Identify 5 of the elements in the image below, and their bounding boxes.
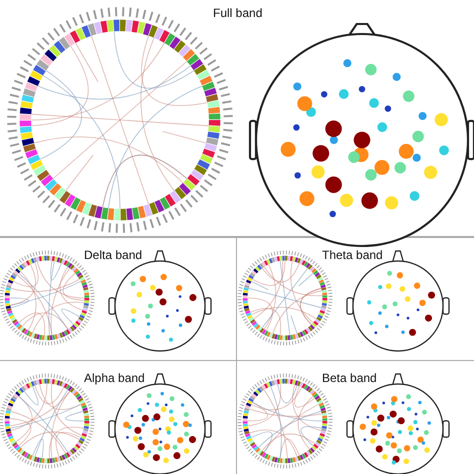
panel-title: Theta band (322, 248, 383, 262)
panel-title: Full band (213, 6, 262, 20)
panel-title: Beta band (322, 371, 377, 385)
panel-title: Alpha band (84, 371, 145, 385)
panel-title: Delta band (84, 248, 142, 262)
